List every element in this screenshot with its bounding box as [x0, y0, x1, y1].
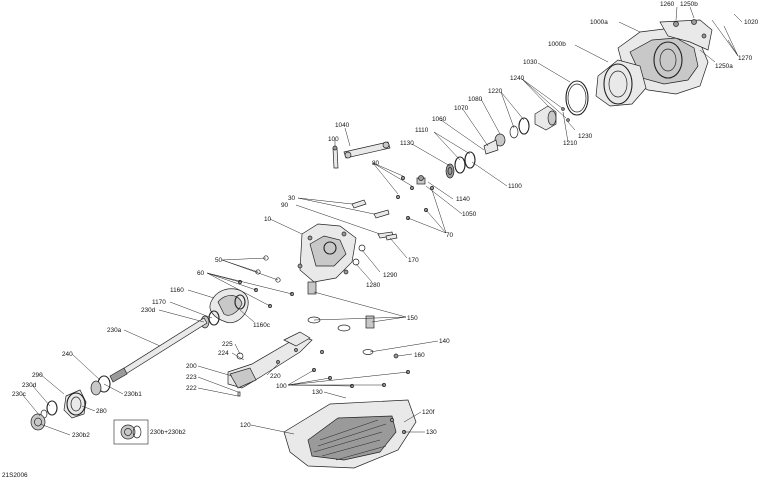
seals-1110-1130 [445, 151, 476, 179]
label-1220: 1220 [488, 88, 503, 95]
bolt-100 [332, 145, 339, 169]
label-240: 240 [62, 351, 73, 358]
label-1130: 1130 [400, 140, 414, 147]
label-1270: 1270 [738, 55, 753, 62]
label-90: 90 [281, 202, 289, 209]
label-70: 70 [446, 232, 454, 239]
label-1140: 1140 [456, 196, 470, 203]
label-1030: 1030 [523, 59, 538, 66]
label-230b-plus-230b2: 230b+230b2 [150, 429, 186, 436]
spacers [352, 233, 398, 266]
label-230d-top: 230d [141, 307, 156, 314]
label-200: 200 [186, 363, 197, 370]
bearing-230b2 [30, 413, 46, 431]
bearing-housing-240 [90, 375, 111, 396]
label-1280: 1280 [366, 282, 381, 289]
ride-shoe-200 [227, 331, 313, 397]
washers-1220-1080 [483, 117, 530, 155]
label-10: 10 [264, 216, 272, 223]
washers-50 [255, 255, 281, 283]
label-1210: 1210 [563, 140, 578, 147]
label-230a: 230a [107, 327, 122, 334]
label-130-top: 130 [312, 389, 323, 396]
label-1080: 1080 [468, 96, 483, 103]
label-1260: 1260 [660, 1, 675, 8]
label-100-top: 100 [328, 136, 339, 143]
impeller-1160 [209, 288, 249, 324]
label-140: 140 [439, 338, 450, 345]
venturi-1000b [595, 59, 647, 107]
lever-1040 [343, 141, 391, 159]
label-1020: 1020 [744, 19, 759, 26]
diagram-code: 21S2006 [2, 472, 28, 479]
fitting-1050 [416, 175, 426, 185]
label-1000a: 1000a [590, 19, 608, 26]
parts-140-160 [362, 349, 399, 359]
label-230b2: 230b2 [72, 432, 90, 439]
label-1230: 1230 [578, 133, 593, 140]
label-1040: 1040 [335, 122, 350, 129]
label-100-bottom: 100 [276, 383, 287, 390]
intake-grate-120 [283, 399, 417, 469]
label-230d: 230d [22, 382, 37, 389]
label-30: 30 [288, 195, 296, 202]
label-225: 225 [222, 341, 233, 348]
label-120f: 120f [422, 409, 435, 416]
label-290: 290 [32, 372, 43, 379]
label-230c: 230c [12, 391, 27, 398]
label-1160: 1160 [170, 287, 184, 294]
label-1170: 1170 [152, 299, 166, 306]
bearing-280 [63, 389, 87, 419]
label-223: 223 [186, 374, 197, 381]
label-1250a: 1250a [715, 63, 733, 70]
inset-bearing [120, 424, 142, 440]
seals-290-230d [40, 400, 58, 419]
label-222: 222 [186, 385, 197, 392]
label-1060: 1060 [432, 116, 447, 123]
fittings-150 [307, 281, 375, 332]
label-1050: 1050 [462, 211, 477, 218]
impeller-cone-1240 [534, 105, 570, 131]
label-230b1: 230b1 [124, 391, 142, 398]
label-160: 160 [414, 352, 425, 359]
label-1000b: 1000b [548, 41, 566, 48]
label-80: 80 [372, 160, 380, 167]
label-1250b: 1250b [680, 1, 698, 8]
label-1290: 1290 [383, 272, 398, 279]
leader-lines [21, 6, 743, 436]
label-1110: 1110 [415, 127, 429, 134]
ring-1030 [565, 80, 589, 116]
label-60: 60 [197, 270, 205, 277]
inset-box [113, 419, 149, 445]
label-224: 224 [218, 350, 229, 357]
label-1240: 1240 [510, 75, 525, 82]
label-1100: 1100 [508, 183, 522, 190]
label-280: 280 [96, 408, 107, 415]
label-50: 50 [215, 257, 223, 264]
label-1160c: 1160c [253, 322, 271, 329]
label-150: 150 [407, 315, 418, 322]
label-120: 120 [240, 422, 251, 429]
label-1070: 1070 [454, 105, 469, 112]
label-220: 220 [270, 373, 281, 380]
drive-shaft-230a [109, 317, 208, 383]
steering-bracket-10 [297, 223, 357, 283]
label-170: 170 [408, 257, 419, 264]
label-130-bottom: 130 [426, 429, 437, 436]
fasteners [351, 176, 434, 239]
